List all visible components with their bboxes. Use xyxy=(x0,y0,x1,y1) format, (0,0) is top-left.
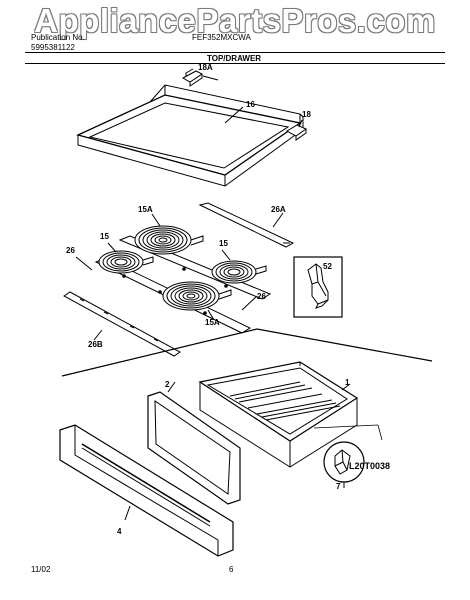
callout-15-left: 15 xyxy=(100,232,109,241)
callout-2: 2 xyxy=(165,380,170,389)
header-rule-bottom xyxy=(25,63,445,64)
callout-15a-top: 15A xyxy=(138,205,153,214)
part-26b-strip xyxy=(63,291,181,357)
callout-18a: 18A xyxy=(198,63,213,72)
publication-number: 5995381122 xyxy=(31,43,75,52)
part-18a-bracket xyxy=(181,68,219,87)
callout-4: 4 xyxy=(117,527,122,536)
part-4-drawer-panel xyxy=(59,424,234,557)
part-16-cooktop xyxy=(76,84,304,187)
callout-16: 16 xyxy=(246,100,255,109)
part-15-small-coil-left xyxy=(98,242,154,274)
publication-label: Publication No. xyxy=(31,33,85,42)
callout-52: 52 xyxy=(323,262,332,271)
leader-26-right xyxy=(241,295,258,311)
footer-page-number: 6 xyxy=(229,565,234,574)
footer-date: 11/02 xyxy=(31,565,51,574)
callout-26-left: 26 xyxy=(66,246,75,255)
part-1-drawer-body xyxy=(198,361,359,468)
part-15a-large-coil-top xyxy=(134,213,204,255)
model-number: FEF352MXCWA xyxy=(192,33,251,42)
callout-18: 18 xyxy=(302,110,311,119)
part-26a-support xyxy=(198,202,295,248)
callout-7: 7 xyxy=(336,482,341,491)
callout-15a-bottom: 15A xyxy=(205,318,220,327)
drawing-code: L20T0038 xyxy=(349,461,391,471)
header-rule-top xyxy=(25,52,445,53)
section-title: TOP/DRAWER xyxy=(207,54,262,63)
section-divider xyxy=(61,328,433,377)
watermark: AppliancePartsPros.com xyxy=(34,2,436,39)
leader-26-left xyxy=(75,256,93,271)
part-7-detail xyxy=(313,424,383,488)
part-18-bracket xyxy=(286,119,308,141)
callout-15-right: 15 xyxy=(219,239,228,248)
part-15-small-coil-right xyxy=(211,249,267,284)
callout-26b: 26B xyxy=(88,340,103,349)
callout-26a: 26A xyxy=(271,205,286,214)
part-15a-large-coil-bottom xyxy=(162,281,232,321)
callout-26-right: 26 xyxy=(257,292,266,301)
publication-block: Publication No. 5995381122 xyxy=(31,33,85,53)
part-2-drawer-frame xyxy=(147,381,241,505)
part-52-inset xyxy=(293,256,343,318)
callout-1: 1 xyxy=(345,378,350,387)
